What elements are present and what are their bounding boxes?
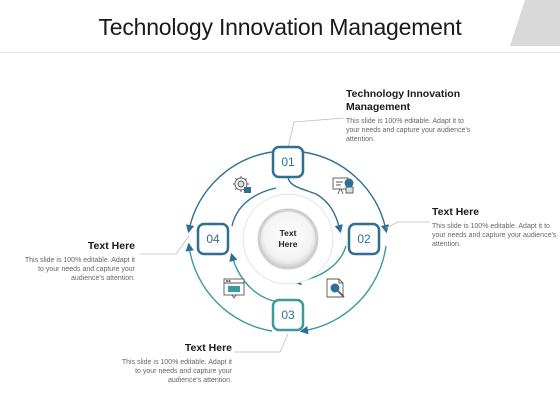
outer-arc-2-3 bbox=[299, 245, 387, 335]
title-bar bbox=[0, 0, 560, 53]
outer-arc-1-2 bbox=[302, 151, 390, 234]
text-block-body: This slide is 100% editable. Adapt it to… bbox=[346, 118, 471, 143]
page-title: Technology Innovation Management bbox=[98, 14, 462, 40]
text-block-3: Text Here This slide is 100% editable. A… bbox=[120, 342, 232, 385]
step-box-02: 02 bbox=[347, 222, 381, 256]
step-box-04: 04 bbox=[196, 222, 230, 256]
outer-arc-3-4 bbox=[185, 242, 273, 332]
search-document-icon bbox=[326, 278, 345, 298]
text-block-body: This slide is 100% editable. Adapt it to… bbox=[121, 359, 232, 384]
text-block-2: Text Here This slide is 100% editable. A… bbox=[432, 206, 557, 249]
connector-4 bbox=[140, 235, 190, 255]
text-block-heading: Technology Innovation Management bbox=[346, 88, 461, 113]
step-number: 03 bbox=[281, 308, 295, 322]
connector-2 bbox=[385, 221, 430, 229]
step-box-01: 01 bbox=[271, 145, 305, 179]
step-box-03: 03 bbox=[271, 298, 305, 332]
text-block-heading: Text Here bbox=[184, 342, 232, 354]
text-block-4: Text Here This slide is 100% editable. A… bbox=[20, 240, 135, 283]
outer-arc-1-4 bbox=[185, 151, 273, 234]
text-block-body: This slide is 100% editable. Adapt it to… bbox=[432, 223, 557, 248]
connector-lines bbox=[140, 117, 430, 353]
center-label-line-1: Text bbox=[280, 228, 297, 238]
connector-1 bbox=[287, 117, 345, 149]
step-number: 02 bbox=[357, 232, 371, 246]
browser-window-icon bbox=[223, 278, 245, 299]
settings-badge-icon bbox=[233, 176, 251, 193]
center-label-line-2: Here bbox=[279, 239, 298, 249]
connector-3 bbox=[234, 333, 289, 353]
step-number: 01 bbox=[281, 155, 295, 169]
text-block-1: Technology Innovation Management This sl… bbox=[346, 88, 476, 144]
inner-arc-4-1 bbox=[231, 187, 277, 227]
center-hub: Text Here bbox=[242, 193, 334, 285]
text-block-heading: Text Here bbox=[432, 206, 480, 218]
inner-arc-1-2 bbox=[287, 175, 343, 234]
outer-ring bbox=[185, 151, 390, 335]
presentation-icon bbox=[332, 177, 354, 195]
step-number: 04 bbox=[206, 232, 220, 246]
text-block-body: This slide is 100% editable. Adapt it to… bbox=[24, 257, 135, 282]
text-block-heading: Text Here bbox=[87, 240, 135, 252]
